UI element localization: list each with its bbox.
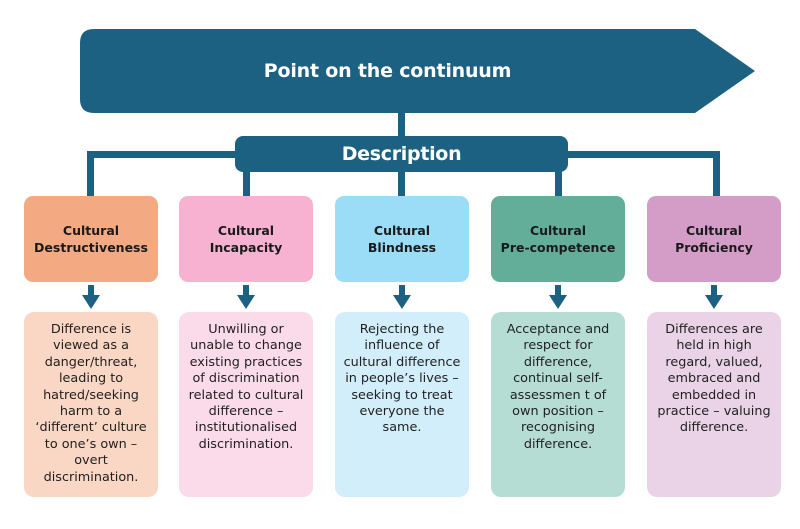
- stage-title-line1: Cultural: [62, 223, 120, 238]
- stage-description: Differences are held in high regard, val…: [647, 312, 781, 497]
- connector-stage-3: [398, 170, 405, 197]
- stage-description: Acceptance and respect for difference, c…: [491, 312, 625, 497]
- down-arrow-icon: [705, 285, 723, 309]
- connector-trunk: [398, 113, 405, 137]
- connector-right-horizontal: [566, 151, 720, 158]
- connector-stage-4: [555, 170, 562, 197]
- stage-title-line1: Cultural: [685, 223, 743, 238]
- stage-title-line2: Pre-competence: [500, 240, 616, 255]
- stage-description: Rejecting the influence of cultural diff…: [335, 312, 469, 497]
- connector-stage-5: [713, 151, 720, 197]
- connector-stage-1: [87, 151, 94, 197]
- connector-stage-2: [243, 170, 250, 197]
- stage-title-line1: Cultural: [529, 223, 587, 238]
- stage-description: Unwilling or unable to change existing p…: [179, 312, 313, 497]
- stage-title-line1: Cultural: [217, 223, 275, 238]
- down-arrow-icon: [237, 285, 255, 309]
- stage-title-line2: Incapacity: [209, 240, 283, 255]
- stage-description: Difference is viewed as a danger/threat,…: [24, 312, 158, 497]
- stage-title-line2: Destructiveness: [34, 240, 148, 255]
- connector-left-horizontal: [87, 151, 237, 158]
- continuum-title: Point on the continuum: [263, 60, 512, 82]
- down-arrow-icon: [393, 285, 411, 309]
- stage-title-line2: Proficiency: [675, 240, 753, 255]
- continuum-arrow-shape: [80, 29, 755, 113]
- description-header: Description: [235, 136, 568, 172]
- stage-title-line1: Cultural: [373, 223, 431, 238]
- down-arrow-icon: [82, 285, 100, 309]
- down-arrow-icon: [549, 285, 567, 309]
- stage-title-line2: Blindness: [367, 240, 437, 255]
